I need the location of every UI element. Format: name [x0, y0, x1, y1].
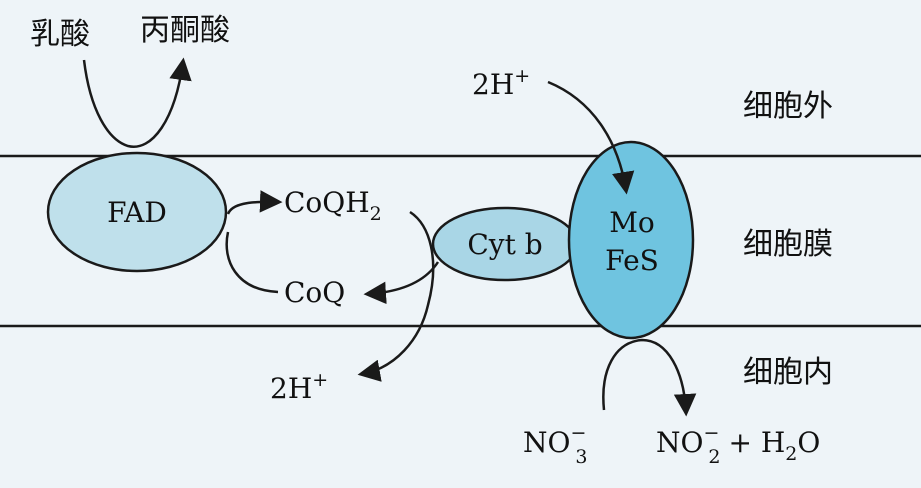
inside-label: 细胞内: [743, 355, 833, 390]
fad-label: FAD: [107, 196, 167, 229]
fad-ellipse: [46, 151, 228, 273]
coq-to-fad-line: [225, 231, 279, 294]
proton-top-label: 2H+: [472, 65, 530, 101]
outside-label: 细胞外: [743, 89, 833, 124]
coqh2-label: CoQH2: [284, 186, 382, 225]
nitrate-label: NO−3: [523, 422, 587, 468]
coq-label: CoQ: [284, 276, 345, 309]
nitrate-to-nitrite-arrow: [602, 338, 697, 417]
fes-label: FeS: [605, 244, 659, 277]
cytb-to-coq-arrow: [363, 261, 440, 305]
fad-to-coqh2-arrow: [226, 190, 283, 215]
cytb-label: Cyt b: [467, 228, 542, 261]
mo-label: Mo: [609, 206, 655, 239]
pyruvate-label: 丙酮酸: [140, 13, 230, 48]
membrane-label: 细胞膜: [743, 227, 833, 262]
lactate-label: 乳酸: [30, 17, 90, 52]
nitrite-water-label: NO−2+ H2O: [656, 422, 820, 468]
proton-bottom-label: 2H+: [270, 369, 328, 405]
coqh2-to-cytb-arrow: [357, 210, 435, 382]
lactate-to-pyruvate-arrow: [82, 57, 192, 148]
proton-uptake-arrow: [547, 80, 635, 195]
mofes-ellipse: [567, 140, 695, 340]
